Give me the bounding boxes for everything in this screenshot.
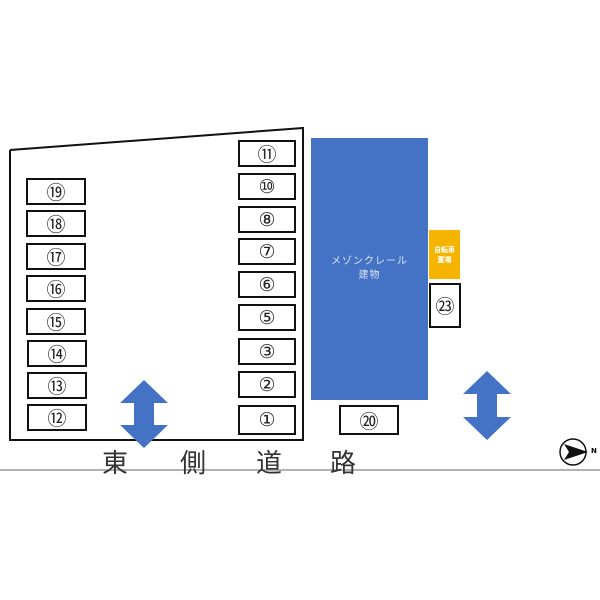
- slot-5[interactable]: ⑤: [238, 304, 296, 331]
- slot-13[interactable]: ⑬: [27, 372, 87, 399]
- road-char-2: 側: [180, 449, 207, 479]
- road-char-3: 道: [256, 449, 283, 479]
- slot-8[interactable]: ⑧: [238, 206, 296, 233]
- slot-7[interactable]: ⑦: [238, 238, 296, 265]
- building: メゾンクレール建物: [311, 138, 428, 400]
- slot-19[interactable]: ⑲: [26, 178, 86, 205]
- slot-10[interactable]: ⑩: [238, 173, 296, 200]
- bike-label-2: 置場: [437, 255, 452, 264]
- compass-icon: [559, 438, 588, 466]
- slot-12[interactable]: ⑫: [27, 404, 87, 431]
- slot-3[interactable]: ③: [238, 338, 296, 365]
- slot-18[interactable]: ⑱: [26, 210, 86, 237]
- slot-11[interactable]: ⑪: [238, 140, 296, 167]
- slot-14[interactable]: ⑭: [27, 340, 87, 367]
- slot-15[interactable]: ⑮: [26, 308, 86, 335]
- lot-boundary: [9, 126, 304, 441]
- road-char-4: 路: [330, 449, 357, 479]
- bicycle-parking: 自転車置場: [429, 230, 460, 279]
- slot-17[interactable]: ⑰: [26, 243, 86, 270]
- double-arrow-icon: [463, 371, 511, 440]
- slot-23[interactable]: ㉓: [429, 283, 461, 328]
- building-name: メゾンクレール: [331, 256, 408, 267]
- slot-20[interactable]: ⑳: [339, 405, 399, 435]
- bike-label-1: 自転車: [434, 245, 455, 254]
- slot-6[interactable]: ⑥: [238, 271, 296, 298]
- compass-label: N: [591, 447, 597, 455]
- slot-16[interactable]: ⑯: [26, 275, 86, 302]
- building-sub: 建物: [358, 270, 381, 281]
- double-arrow-icon: [120, 380, 168, 448]
- slot-2[interactable]: ②: [238, 371, 296, 398]
- slot-1[interactable]: ①: [238, 405, 296, 435]
- road-char-1: 東: [102, 449, 129, 479]
